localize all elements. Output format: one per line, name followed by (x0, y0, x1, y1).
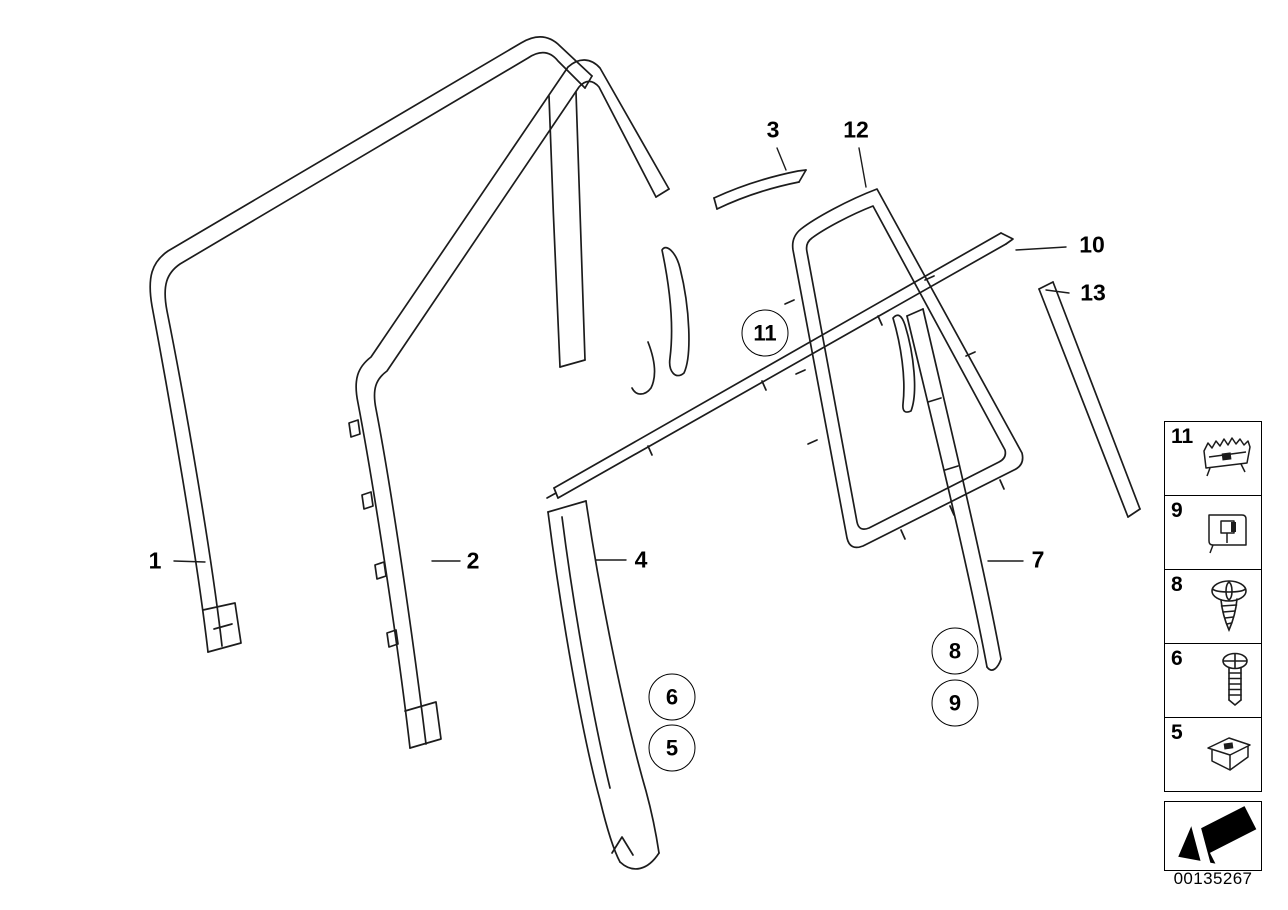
legend-item-label: 8 (1171, 573, 1183, 596)
legend-item-label: 9 (1171, 499, 1183, 522)
part-13-trim-strip-rear (1039, 282, 1140, 517)
callout-4[interactable]: 4 (634, 546, 648, 573)
part-4-b-pillar-cover (548, 501, 659, 869)
callout-9[interactable]: 9 (931, 679, 979, 727)
callout-12[interactable]: 12 (843, 116, 869, 143)
part-10-belt-line-trim (547, 233, 1013, 498)
callout-2[interactable]: 2 (466, 547, 480, 574)
legend-item-label: 5 (1171, 721, 1183, 744)
retaining-clip-icon (1208, 513, 1247, 553)
self-tapping-screw-icon (1211, 579, 1247, 632)
hardware-legend: 11 9 8 (1164, 421, 1262, 792)
legend-item-label: 11 (1171, 425, 1194, 448)
callout-8[interactable]: 8 (931, 627, 979, 675)
legend-item-11[interactable]: 11 (1164, 421, 1262, 496)
callout-7[interactable]: 7 (1031, 546, 1045, 573)
part-1-window-frame-seal (150, 37, 592, 652)
part-7-c-pillar-trim (907, 309, 1001, 670)
callout-1[interactable]: 1 (148, 547, 162, 574)
legend-item-8[interactable]: 8 (1164, 569, 1262, 644)
document-number: 00135267 (1173, 869, 1253, 888)
clip-nut-icon (1207, 736, 1251, 771)
serrated-clip-icon (1203, 436, 1251, 476)
machine-screw-icon (1222, 652, 1248, 706)
legend-item-6[interactable]: 6 (1164, 643, 1262, 718)
callout-13[interactable]: 13 (1080, 279, 1106, 306)
part-2-window-frame-trim (349, 60, 689, 748)
callout-6[interactable]: 6 (648, 673, 696, 721)
legend-item-5[interactable]: 5 (1164, 717, 1262, 792)
direction-arrow-box (1164, 801, 1262, 871)
direction-arrow-icon (1178, 806, 1257, 867)
part-3-trim-strip (714, 170, 806, 209)
legend-item-label: 6 (1171, 647, 1183, 670)
callout-3[interactable]: 3 (766, 116, 780, 143)
callout-10[interactable]: 10 (1079, 231, 1105, 258)
legend-item-9[interactable]: 9 (1164, 495, 1262, 570)
callout-leader-lines (174, 148, 1069, 562)
callout-5[interactable]: 5 (648, 724, 696, 772)
callout-11[interactable]: 11 (741, 309, 789, 357)
part-12-quarter-window-frame (785, 189, 1023, 547)
